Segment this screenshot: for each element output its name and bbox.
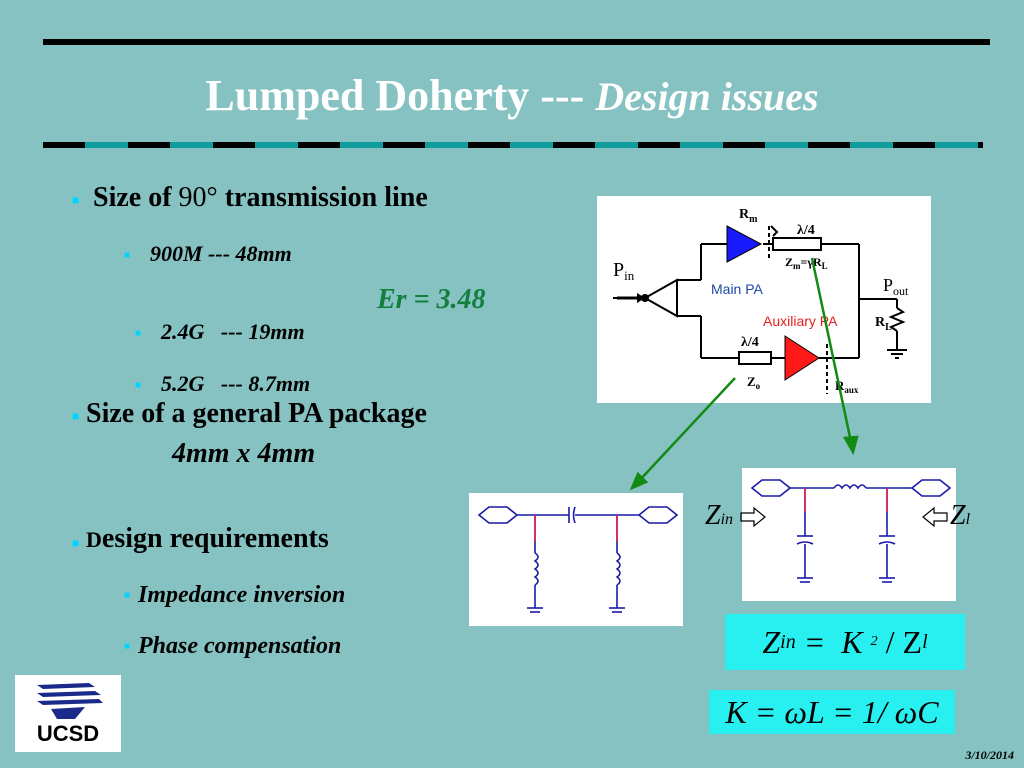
bullet-square-icon: ■ — [135, 379, 142, 391]
pi-network-svg-2 — [750, 479, 952, 583]
bullet-square-icon: ■ — [135, 327, 142, 339]
bullet-pa-package: ■Size of a general PA package — [72, 397, 427, 433]
zin-label: Zin — [705, 500, 734, 531]
title-main: Lumped Doherty --- — [205, 71, 596, 120]
left-hollow-arrow-icon — [922, 507, 948, 527]
bullet-impedance-inversion: ■Impedance inversion — [124, 581, 345, 610]
pi-network-inductor-series — [742, 468, 956, 601]
k-equation: K = ωL = 1/ ωC — [709, 690, 955, 734]
bullet-square-icon: ■ — [124, 590, 131, 602]
svg-text:Rm: Rm — [739, 207, 758, 225]
bullet-design-req: ■Design requirements — [72, 523, 329, 554]
doherty-schematic: Rm λ/4 Zm=γRL Pin Main PA Auxiliary PA P… — [597, 196, 931, 403]
right-hollow-arrow-icon — [740, 507, 766, 527]
er-value: Er = 3.48 — [377, 284, 486, 315]
top-rule — [43, 39, 990, 45]
bullet-square-icon: ■ — [124, 249, 131, 261]
title-sub: Design issues — [595, 74, 819, 119]
svg-text:Pout: Pout — [883, 275, 909, 298]
bullet-5g2: ■5.2G --- 8.7mm — [124, 342, 310, 400]
bullet-tl-size: ■ Size of 90° transmission line — [72, 181, 428, 217]
pa-package-size: 4mm x 4mm — [172, 438, 316, 469]
svg-text:Pin: Pin — [613, 259, 635, 283]
ucsd-logo-mark — [37, 683, 103, 719]
bullet-square-icon: ■ — [124, 641, 131, 653]
svg-text:Zo: Zo — [747, 374, 761, 391]
pi-network-capacitor-series — [469, 493, 683, 626]
bullet-square-icon: ■ — [72, 408, 80, 423]
ucsd-logo: UCSD — [15, 675, 121, 752]
bullet-2g4: ■2.4G --- 19mm — [124, 290, 305, 348]
svg-text:Zm=γRL: Zm=γRL — [785, 255, 828, 271]
ucsd-logo-text: UCSD — [36, 721, 100, 746]
slide-date: 3/10/2014 — [965, 748, 1014, 762]
svg-text:RL: RL — [875, 315, 892, 333]
svg-text:Main PA: Main PA — [711, 281, 764, 297]
bullet-900m: ■900M --- 48mm — [124, 240, 292, 270]
svg-text:λ/4: λ/4 — [797, 223, 815, 238]
pi-network-svg — [477, 506, 679, 613]
bullet-square-icon: ■ — [72, 535, 80, 550]
zl-label: Zl — [950, 500, 971, 531]
dashed-rule — [43, 142, 983, 148]
slide-title: Lumped Doherty --- Design issues — [0, 68, 1024, 125]
doherty-schematic-svg: Rm λ/4 Zm=γRL Pin Main PA Auxiliary PA P… — [613, 207, 909, 395]
svg-text:Auxiliary PA: Auxiliary PA — [763, 313, 838, 329]
bullet-square-icon: ■ — [72, 192, 80, 207]
bullet-phase-compensation: ■Phase compensation — [124, 632, 341, 661]
svg-text:λ/4: λ/4 — [741, 335, 759, 350]
